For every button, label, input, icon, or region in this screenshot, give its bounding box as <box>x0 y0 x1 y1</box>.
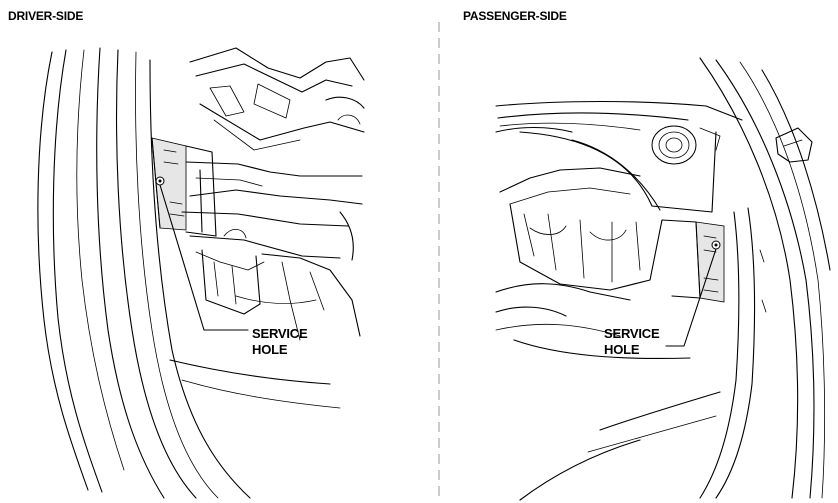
passenger-service-hole-label: SERVICE HOLE <box>604 326 660 358</box>
passenger-vent-outline <box>651 125 697 165</box>
driver-callout-leader <box>159 184 249 331</box>
passenger-side-title: PASSENGER-SIDE <box>463 9 567 23</box>
passenger-side-illustration <box>495 57 831 501</box>
passenger-service-hole-label-line2: HOLE <box>604 342 640 357</box>
passenger-service-hole-label-line1: SERVICE <box>604 326 660 341</box>
driver-service-hole-label: SERVICE HOLE <box>252 326 308 358</box>
driver-side-illustration <box>37 47 365 499</box>
passenger-callout-leader <box>665 248 717 347</box>
driver-side-title: DRIVER-SIDE <box>8 9 84 23</box>
driver-service-hole-label-line2: HOLE <box>252 342 288 357</box>
driver-service-hole-label-line1: SERVICE <box>252 326 308 341</box>
